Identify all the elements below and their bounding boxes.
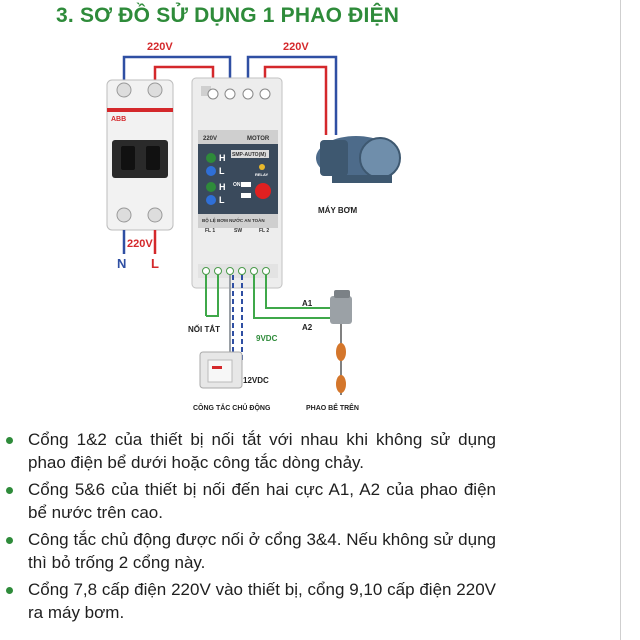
svg-text:H: H: [219, 182, 226, 192]
label-n: N: [117, 256, 126, 271]
svg-text:SMP-AUTO(M): SMP-AUTO(M): [232, 152, 266, 158]
label-l: L: [151, 256, 159, 271]
label-220v-left: 220V: [147, 41, 173, 53]
bullet-dot-icon: [6, 537, 13, 544]
bullet-dot-icon: [6, 487, 13, 494]
bullet-item: Cổng 5&6 của thiết bị nối đến hai cực A1…: [6, 478, 496, 524]
bullet-item: Cổng 7,8 cấp điện 220V vào thiết bị, cổn…: [6, 578, 496, 624]
svg-text:RELAY: RELAY: [255, 172, 269, 177]
switch-label: CÔNG TẮC CHỦ ĐỘNG: [193, 403, 271, 412]
svg-text:FL 2: FL 2: [259, 228, 269, 234]
bullet-text: Cổng 7,8 cấp điện 220V vào thiết bị, cổn…: [28, 580, 496, 622]
divider: [620, 0, 621, 640]
svg-text:L: L: [219, 195, 225, 205]
label-220v-right: 220V: [283, 41, 309, 53]
svg-text:ON: ON: [233, 182, 241, 188]
svg-text:SW: SW: [234, 228, 242, 234]
wire-blue-top: [122, 55, 232, 93]
pump-controller-device: 220V MOTOR H L H L SMP-AUTO(M) RELAY ON …: [191, 77, 283, 289]
bullet-list: Cổng 1&2 của thiết bị nối tắt với nhau k…: [0, 428, 620, 628]
circuit-breaker: ABB: [106, 79, 174, 231]
svg-text:H: H: [219, 153, 226, 163]
label-9vdc: 9VDC: [256, 334, 278, 343]
pump-label: MÁY BƠM: [318, 206, 357, 215]
bullet-dot-icon: [6, 437, 13, 444]
label-220v-bottom: 220V: [127, 238, 153, 250]
bullet-text: Công tắc chủ động được nối ở cổng 3&4. N…: [28, 530, 496, 572]
label-a2: A2: [302, 323, 313, 332]
label-12vdc: 12VDC: [243, 376, 269, 385]
bullet-dot-icon: [6, 587, 13, 594]
bullet-text: Cổng 1&2 của thiết bị nối tắt với nhau k…: [28, 430, 496, 472]
float-switch: [330, 290, 352, 395]
wiring-diagram: 220V 220V ABB 220V N L 220V MOTOR H: [106, 41, 401, 412]
bullet-text: Cổng 5&6 của thiết bị nối đến hai cực A1…: [28, 480, 496, 522]
label-a1: A1: [302, 299, 313, 308]
svg-text:ABB: ABB: [111, 116, 126, 123]
bullet-item: Cổng 1&2 của thiết bị nối tắt với nhau k…: [6, 428, 496, 474]
water-pump: [316, 136, 401, 183]
wire-blue-pump: [246, 55, 338, 135]
page-title: 3. SƠ ĐỒ SỬ DỤNG 1 PHAO ĐIỆN: [56, 4, 400, 27]
svg-text:BỘ LỆ BƠM NƯỚC AN TOÀN: BỘ LỆ BƠM NƯỚC AN TOÀN: [202, 216, 265, 223]
label-noi-tat: NỐI TẮT: [188, 324, 220, 334]
svg-text:220V: 220V: [203, 136, 217, 142]
bullet-item: Công tắc chủ động được nối ở cổng 3&4. N…: [6, 528, 496, 574]
svg-text:MOTOR: MOTOR: [247, 136, 270, 142]
svg-text:L: L: [219, 166, 225, 176]
float-label: PHAO BỂ TRÊN: [306, 403, 359, 412]
svg-text:FL 1: FL 1: [205, 228, 215, 234]
active-switch: [199, 351, 243, 389]
